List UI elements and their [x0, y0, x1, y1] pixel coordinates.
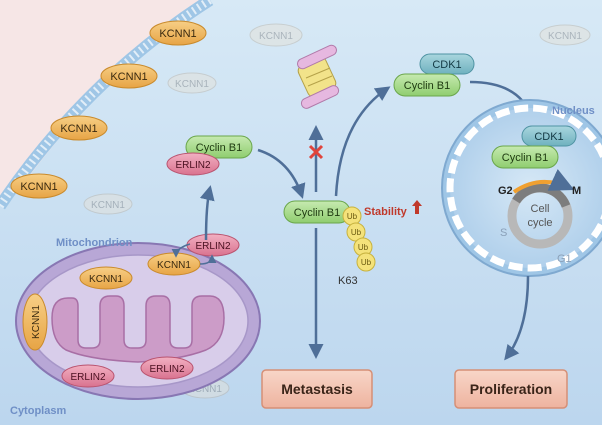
kcnn1-label: KCNN1 [259, 31, 293, 42]
kcnn1-label: KCNN1 [31, 305, 42, 339]
ub-label: Ub [361, 258, 372, 267]
kcnn1-mito-2: KCNN1 [147, 252, 201, 276]
kcnn1-protein-faded-4: KCNN1 [539, 24, 591, 46]
ubiquitin-chain: Ub Ub Ub Ub [342, 206, 376, 272]
kcnn1-mito-left: KCNN1 [22, 293, 48, 351]
kcnn1-protein-2: KCNN1 [100, 63, 158, 89]
metastasis-label: Metastasis [281, 381, 353, 397]
kcnn1-mito-1: KCNN1 [79, 266, 133, 290]
inhibit-cross-icon [308, 144, 324, 160]
kcnn1-label: KCNN1 [20, 181, 57, 193]
erlin2-label: ERLIN2 [70, 372, 105, 383]
ub-label: Ub [347, 212, 358, 221]
kcnn1-protein-faded-3: KCNN1 [83, 193, 133, 215]
kcnn1-label: KCNN1 [110, 71, 147, 83]
cyclin-b1-label: Cyclin B1 [294, 207, 340, 219]
arrow-cyclinb1-to-cdk1-complex [334, 86, 391, 197]
stability-label: Stability [364, 206, 408, 218]
phase-m-label: M [572, 185, 581, 197]
erlin2-mito-2: ERLIN2 [61, 364, 115, 388]
kcnn1-protein-3: KCNN1 [50, 115, 108, 141]
phase-g2-label: G2 [498, 185, 513, 197]
kcnn1-label: KCNN1 [188, 384, 222, 395]
cytoplasm-label: Cytoplasm [10, 405, 66, 417]
erlin2-mito-1: ERLIN2 [186, 233, 240, 257]
phase-g1-label: G1 [557, 253, 572, 265]
erlin2-mito-3: ERLIN2 [140, 356, 194, 380]
kcnn1-protein-faded-2: KCNN1 [167, 72, 217, 94]
cell-cycle-diagram: Cell cycle G2 M S G1 [498, 169, 581, 265]
kcnn1-label: KCNN1 [91, 200, 125, 211]
erlin2-label: ERLIN2 [149, 364, 184, 375]
mitochondrion: Mitochondrion [15, 237, 261, 400]
ub-label: Ub [358, 243, 369, 252]
kcnn1-protein-1: KCNN1 [149, 20, 207, 46]
arrow-mito-to-complex [199, 185, 215, 241]
cdk1-cyclinb1-complex-nucleus: CDK1 Cyclin B1 [491, 125, 577, 169]
proliferation-box: Proliferation [454, 369, 568, 409]
extracellular-region [0, 0, 205, 200]
kcnn1-label: KCNN1 [159, 28, 196, 40]
cyclinb1-center: Cyclin B1 [283, 200, 351, 224]
cell-cycle-label-line2: cycle [527, 217, 552, 229]
cyclin-b1-label: Cyclin B1 [404, 80, 450, 92]
interaction-arrow-mito [171, 243, 191, 258]
mitochondrion-label: Mitochondrion [56, 237, 133, 249]
cdk1-label: CDK1 [534, 131, 563, 143]
erlin2-label: ERLIN2 [195, 241, 230, 252]
kcnn1-label: KCNN1 [89, 274, 123, 285]
mitochondrion-cristae [51, 295, 225, 363]
stability-up-arrow-icon [412, 200, 422, 214]
proliferation-label: Proliferation [470, 381, 552, 397]
arrow-to-proliferation [504, 275, 530, 361]
kcnn1-label: KCNN1 [157, 260, 191, 271]
erlin2-cyclinb1-complex: Cyclin B1 ERLIN2 [166, 135, 253, 176]
k63-label: K63 [338, 275, 358, 287]
cyclin-b1-label: Cyclin B1 [502, 152, 548, 164]
kcnn1-label: KCNN1 [548, 31, 582, 42]
interaction-arrow-mito-return [199, 254, 217, 265]
erlin2-label: ERLIN2 [175, 160, 210, 171]
arrow-complex-to-cyclinb1 [257, 148, 306, 199]
proteasome-icon [296, 44, 340, 109]
cyclin-b1-label: Cyclin B1 [196, 142, 242, 154]
kcnn1-label: KCNN1 [175, 79, 209, 90]
ub-label: Ub [351, 228, 362, 237]
kcnn1-protein-faded-1: KCNN1 [249, 23, 303, 47]
metastasis-box: Metastasis [261, 369, 373, 409]
cdk1-label: CDK1 [432, 59, 461, 71]
cell-cycle-label-line1: Cell [531, 203, 550, 215]
kcnn1-protein-4: KCNN1 [10, 173, 68, 199]
cdk1-cyclinb1-complex-cytoplasm: CDK1 Cyclin B1 [393, 53, 475, 97]
phase-s-label: S [500, 227, 507, 239]
nucleus-label: Nucleus [552, 105, 595, 117]
kcnn1-label: KCNN1 [60, 123, 97, 135]
